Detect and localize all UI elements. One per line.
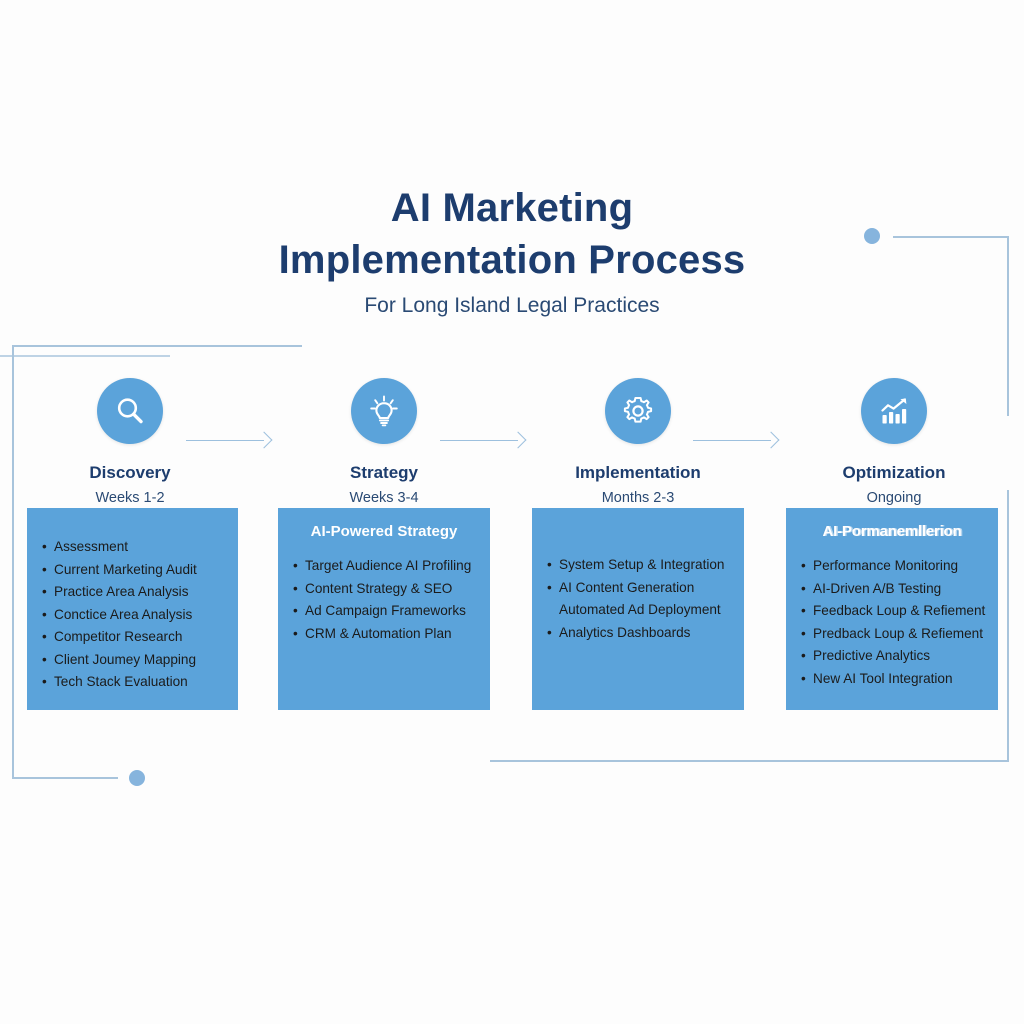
list-item: Content Strategy & SEO [292, 578, 476, 601]
deco-top-left-vertical [12, 345, 14, 778]
stage-discovery[interactable]: Discovery Weeks 1-2 [24, 378, 236, 507]
list-item: Conctice Area Analysis [41, 604, 224, 627]
list-item: Performance Monitoring [800, 555, 984, 578]
list-item: Client Joumey Mapping [41, 649, 224, 672]
stage-optimization[interactable]: Optimization Ongoing [788, 378, 1000, 507]
stage-timeframe: Weeks 1-2 [95, 490, 165, 506]
list-item: Current Marketing Audit [41, 559, 224, 582]
content-box-discovery: Assessment Current Marketing Audit Pract… [27, 508, 238, 710]
stage-strategy[interactable]: Strategy Weeks 3-4 [278, 378, 490, 507]
content-box-strategy: AI-Powered Strategy Target Audience AI P… [278, 508, 490, 710]
list-item: Target Audience AI Profiling [292, 555, 476, 578]
list-item: Analytics Dashboards [546, 622, 730, 645]
page-heading: AI Marketing Implementation Process For … [0, 182, 1024, 319]
search-icon [97, 378, 163, 444]
stage-name: Implementation [575, 463, 701, 482]
page-subtitle: For Long Island Legal Practices [364, 294, 660, 317]
list-item: Predictive Analytics [800, 645, 984, 668]
stage-implementation[interactable]: Implementation Months 2-3 [532, 378, 744, 507]
list-item: Ad Campaign Frameworks [292, 600, 476, 623]
deco-bottom-right-horizontal [490, 760, 1008, 762]
stage-name: Optimization [842, 463, 946, 482]
deco-top-left-horizontal [12, 345, 302, 347]
deco-dot-bottom-left [129, 770, 145, 786]
deco-bottom-left-horizontal [12, 777, 118, 779]
list-item: New AI Tool Integration [800, 668, 984, 691]
arrow-strategy-to-implementation [440, 431, 527, 449]
title-line-1: AI Marketing [390, 186, 634, 230]
feature-list-optimization: Performance Monitoring AI-Driven A/B Tes… [800, 555, 985, 691]
stage-timeframe: Weeks 3-4 [349, 490, 419, 506]
lightbulb-icon [351, 378, 417, 444]
feature-list-discovery: Assessment Current Marketing Audit Pract… [41, 536, 224, 694]
growth-chart-icon [861, 378, 927, 444]
content-box-implementation: System Setup & Integration AI Content Ge… [532, 508, 744, 710]
stage-name: Discovery [89, 463, 171, 482]
title-line-2: Implementation Process [278, 238, 746, 282]
list-item: CRM & Automation Plan [292, 623, 476, 646]
gear-icon [605, 378, 671, 444]
stage-name: Strategy [349, 463, 419, 482]
list-item: Competitor Research [41, 626, 224, 649]
content-box-optimization: AI-Pormanemllerion Performance Monitorin… [786, 508, 998, 710]
arrow-discovery-to-strategy [186, 431, 273, 449]
list-item: Feedback Loup & Refiement [800, 600, 985, 623]
arrow-implementation-to-optimization [693, 431, 780, 449]
stage-timeframe: Months 2-3 [601, 490, 675, 506]
feature-list-implementation: System Setup & Integration AI Content Ge… [546, 554, 730, 644]
list-item: AI Content Generation [546, 577, 730, 600]
deco-bottom-right-vertical [1007, 490, 1009, 762]
list-item: Automated Ad Deployment [559, 602, 721, 617]
list-item: Tech Stack Evaluation [41, 671, 224, 694]
box-heading: AI-Pormanemllerion [822, 523, 962, 540]
deco-top-right-horizontal [893, 236, 1008, 238]
list-item: AI-Driven A/B Testing [800, 578, 984, 601]
deco-top-right-vertical [1007, 236, 1009, 416]
feature-list-strategy: Target Audience AI Profiling Content Str… [292, 555, 476, 645]
box-heading: AI-Powered Strategy [310, 523, 458, 540]
list-item: Practice Area Analysis [41, 581, 224, 604]
deco-dot-top-right [864, 228, 880, 244]
list-item: Predback Loup & Refiement [800, 623, 984, 646]
deco-top-left-horizontal-secondary [0, 355, 170, 357]
stage-timeframe: Ongoing [866, 490, 922, 506]
list-item: System Setup & Integration [546, 554, 730, 577]
list-item: Assessment [41, 536, 224, 559]
